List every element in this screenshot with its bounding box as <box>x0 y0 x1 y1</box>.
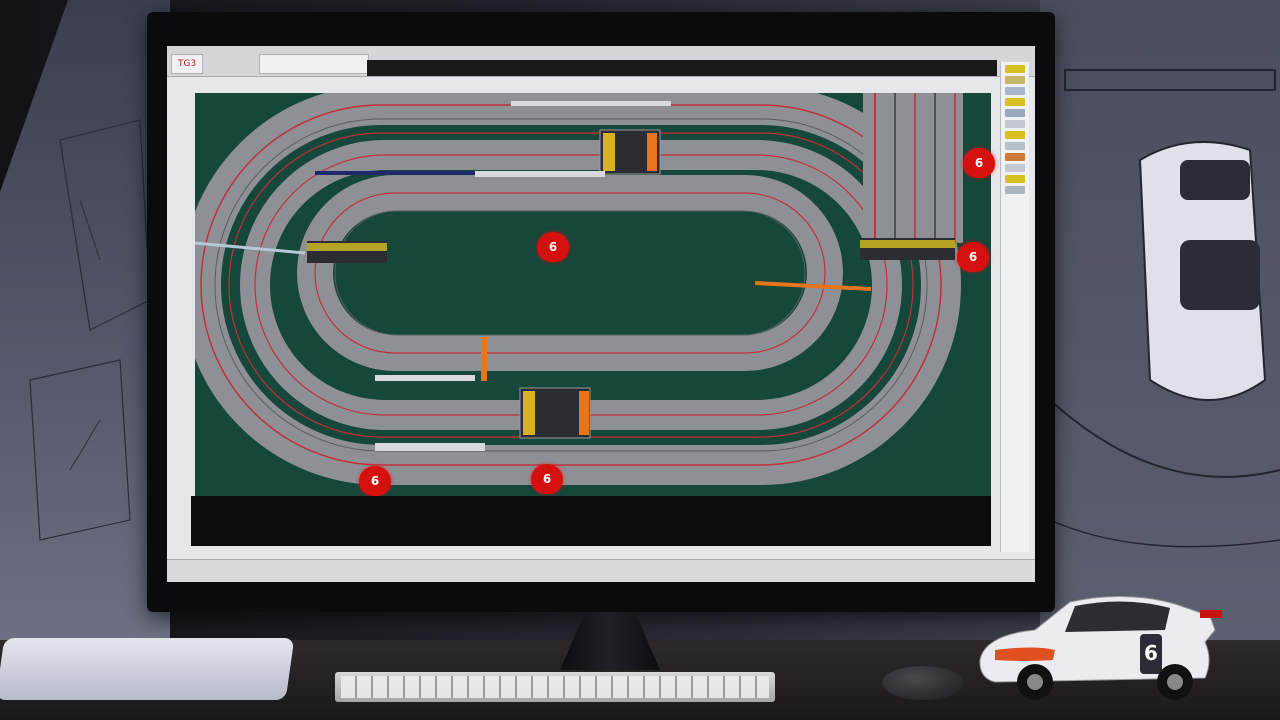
palette-swatch[interactable] <box>1005 142 1025 150</box>
keyboard <box>335 672 775 702</box>
marker-badge[interactable]: 6 <box>963 148 995 178</box>
tab-app-title[interactable]: TG3 <box>171 54 204 74</box>
palette-swatch[interactable] <box>1005 175 1025 183</box>
track-canvas[interactable] <box>195 93 991 505</box>
car-number: 6 <box>1144 641 1158 665</box>
marker-badge[interactable]: 6 <box>537 232 569 262</box>
palette-swatch[interactable] <box>1005 98 1025 106</box>
marker-badge[interactable]: 6 <box>359 466 391 496</box>
palette-swatch[interactable] <box>1005 65 1025 73</box>
palette-swatch[interactable] <box>1005 153 1025 161</box>
palette-panel <box>1000 62 1029 552</box>
marker-badge[interactable]: 6 <box>531 464 563 494</box>
monitor: TG3 <box>147 12 1055 612</box>
palette-swatch[interactable] <box>1005 186 1025 194</box>
canvas-footer-area <box>191 496 991 546</box>
screen: TG3 <box>167 46 1035 582</box>
palette-swatch[interactable] <box>1005 87 1025 95</box>
tab-second[interactable] <box>259 54 369 74</box>
blueprint-poster-right <box>1040 0 1280 660</box>
mousepad <box>0 638 295 700</box>
palette-swatch[interactable] <box>1005 76 1025 84</box>
toy-race-car: 6 <box>975 590 1225 700</box>
marker-badge[interactable]: 6 <box>957 242 989 272</box>
palette-swatch[interactable] <box>1005 109 1025 117</box>
toolbar-band <box>367 60 997 76</box>
palette-swatch[interactable] <box>1005 120 1025 128</box>
palette-swatch[interactable] <box>1005 131 1025 139</box>
mouse <box>882 666 964 700</box>
palette-swatch[interactable] <box>1005 164 1025 172</box>
status-bar <box>167 559 1035 582</box>
